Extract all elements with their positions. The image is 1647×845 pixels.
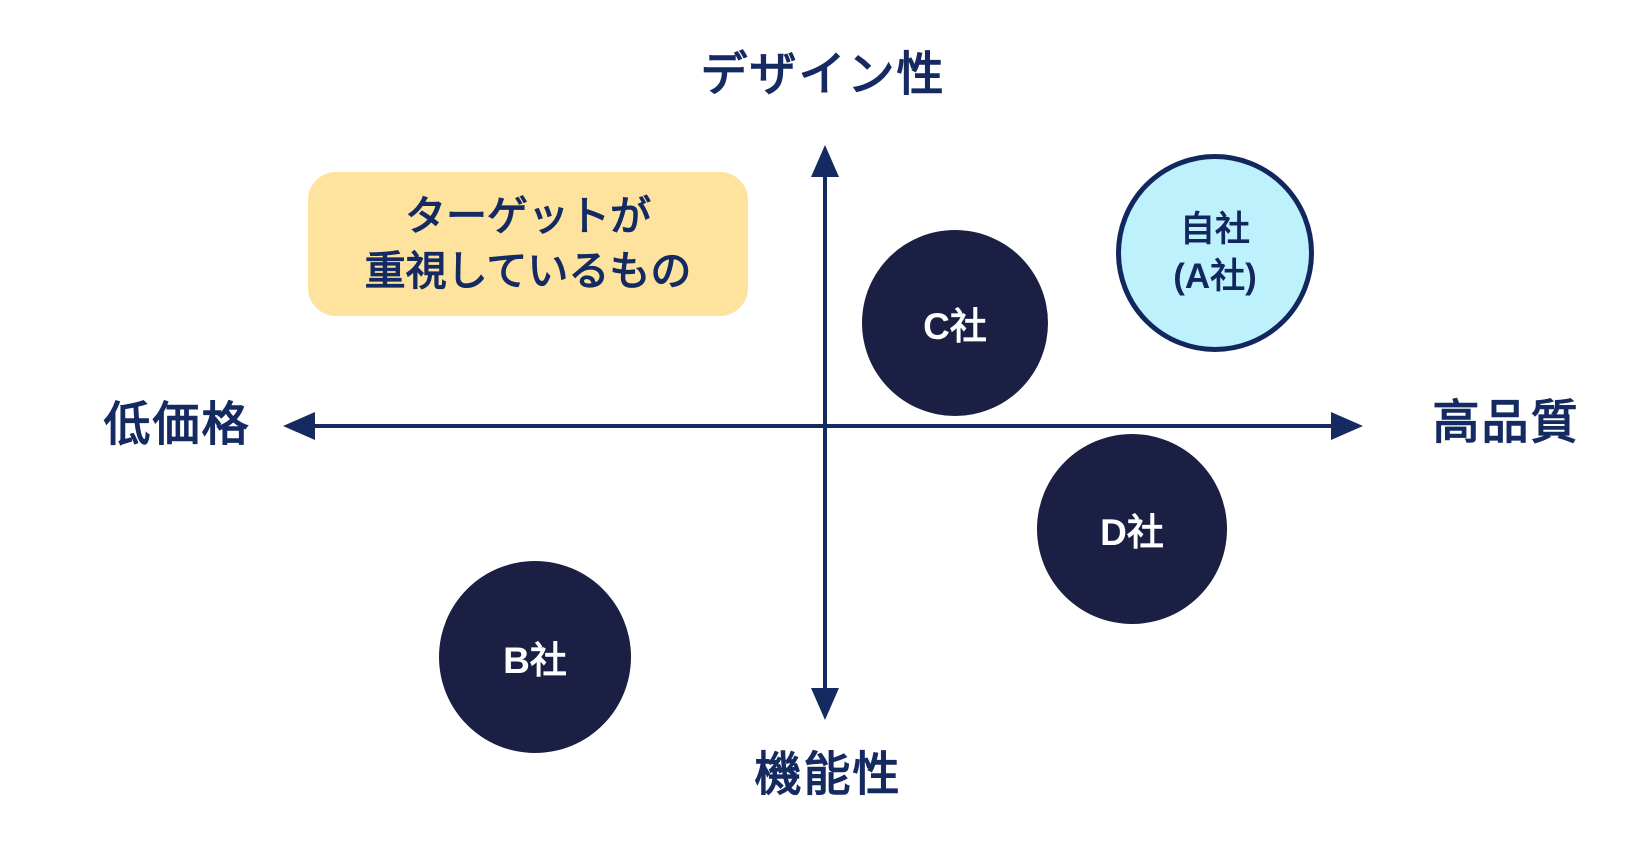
arrow-right-icon: [1331, 412, 1363, 440]
company-d-label: D社: [1100, 512, 1164, 553]
company-circle-own-a: 自社 (A社): [1116, 154, 1314, 352]
axis-label-low-price: 低価格: [103, 397, 251, 451]
company-circle-d: D社: [1037, 434, 1227, 624]
company-own-label-line-1: 自社: [1179, 209, 1250, 249]
company-own-label-line-2: (A社): [1173, 257, 1257, 296]
axis-label-high-quality: 高品質: [1432, 395, 1580, 449]
callout-line-1: ターゲットが: [405, 192, 651, 239]
company-circle-c: C社: [862, 230, 1048, 416]
callout-line-2: 重視しているもの: [364, 248, 692, 294]
arrow-left-icon: [283, 412, 315, 440]
axis-label-functionality: 機能性: [754, 747, 902, 801]
arrow-down-icon: [811, 688, 839, 720]
company-c-label: C社: [923, 306, 987, 347]
company-b-label: B社: [503, 640, 567, 681]
target-priority-callout: ターゲットが 重視しているもの: [308, 172, 748, 316]
company-circle-b: B社: [439, 561, 631, 753]
axis-label-design: デザイン性: [700, 47, 946, 101]
arrow-up-icon: [811, 145, 839, 177]
